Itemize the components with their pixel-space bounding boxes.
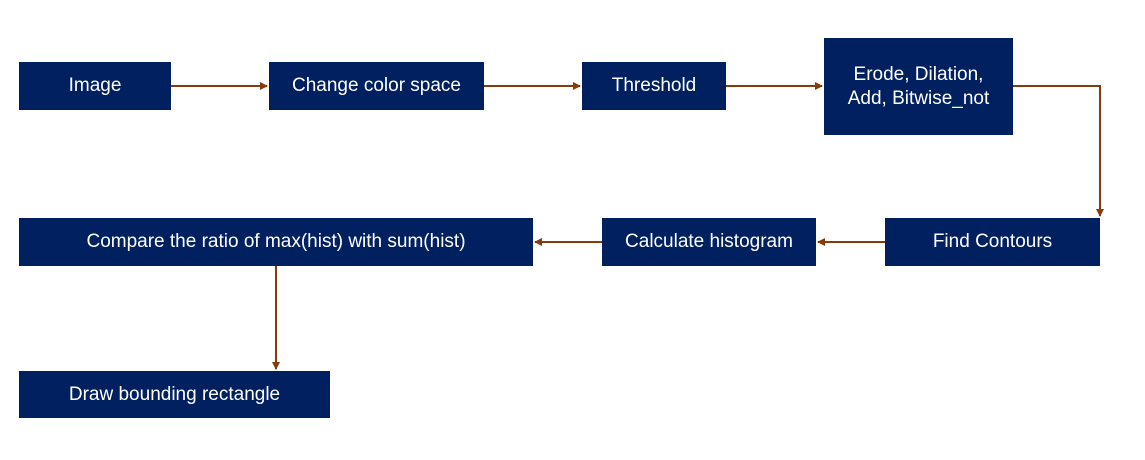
- node-threshold: Threshold: [582, 62, 726, 110]
- node-image-label: Image: [68, 75, 122, 96]
- node-compare-ratio-label: Compare the ratio of max(hist) with sum(…: [86, 231, 466, 252]
- node-morphology: Erode, Dilation, Add, Bitwise_not: [824, 38, 1013, 135]
- node-morphology-label-line1: Erode, Dilation,: [853, 63, 984, 85]
- node-find-contours: Find Contours: [885, 218, 1100, 266]
- node-image: Image: [19, 62, 171, 110]
- node-draw-bounding-rectangle-label: Draw bounding rectangle: [68, 383, 281, 405]
- node-change-color-space: Change color space: [269, 62, 484, 110]
- node-calculate-histogram: Calculate histogram: [602, 218, 816, 266]
- node-compare-ratio: Compare the ratio of max(hist) with sum(…: [19, 218, 533, 266]
- node-calculate-histogram-label: Calculate histogram: [625, 231, 793, 252]
- node-change-color-space-label: Change color space: [292, 75, 461, 96]
- arrow-morphology-to-find-contours: [1013, 85, 1104, 217]
- node-find-contours-label: Find Contours: [932, 231, 1053, 252]
- node-threshold-label: Threshold: [611, 75, 697, 96]
- node-morphology-label-line2: Add, Bitwise_not: [847, 87, 990, 109]
- node-draw-bounding-rectangle: Draw bounding rectangle: [19, 371, 330, 418]
